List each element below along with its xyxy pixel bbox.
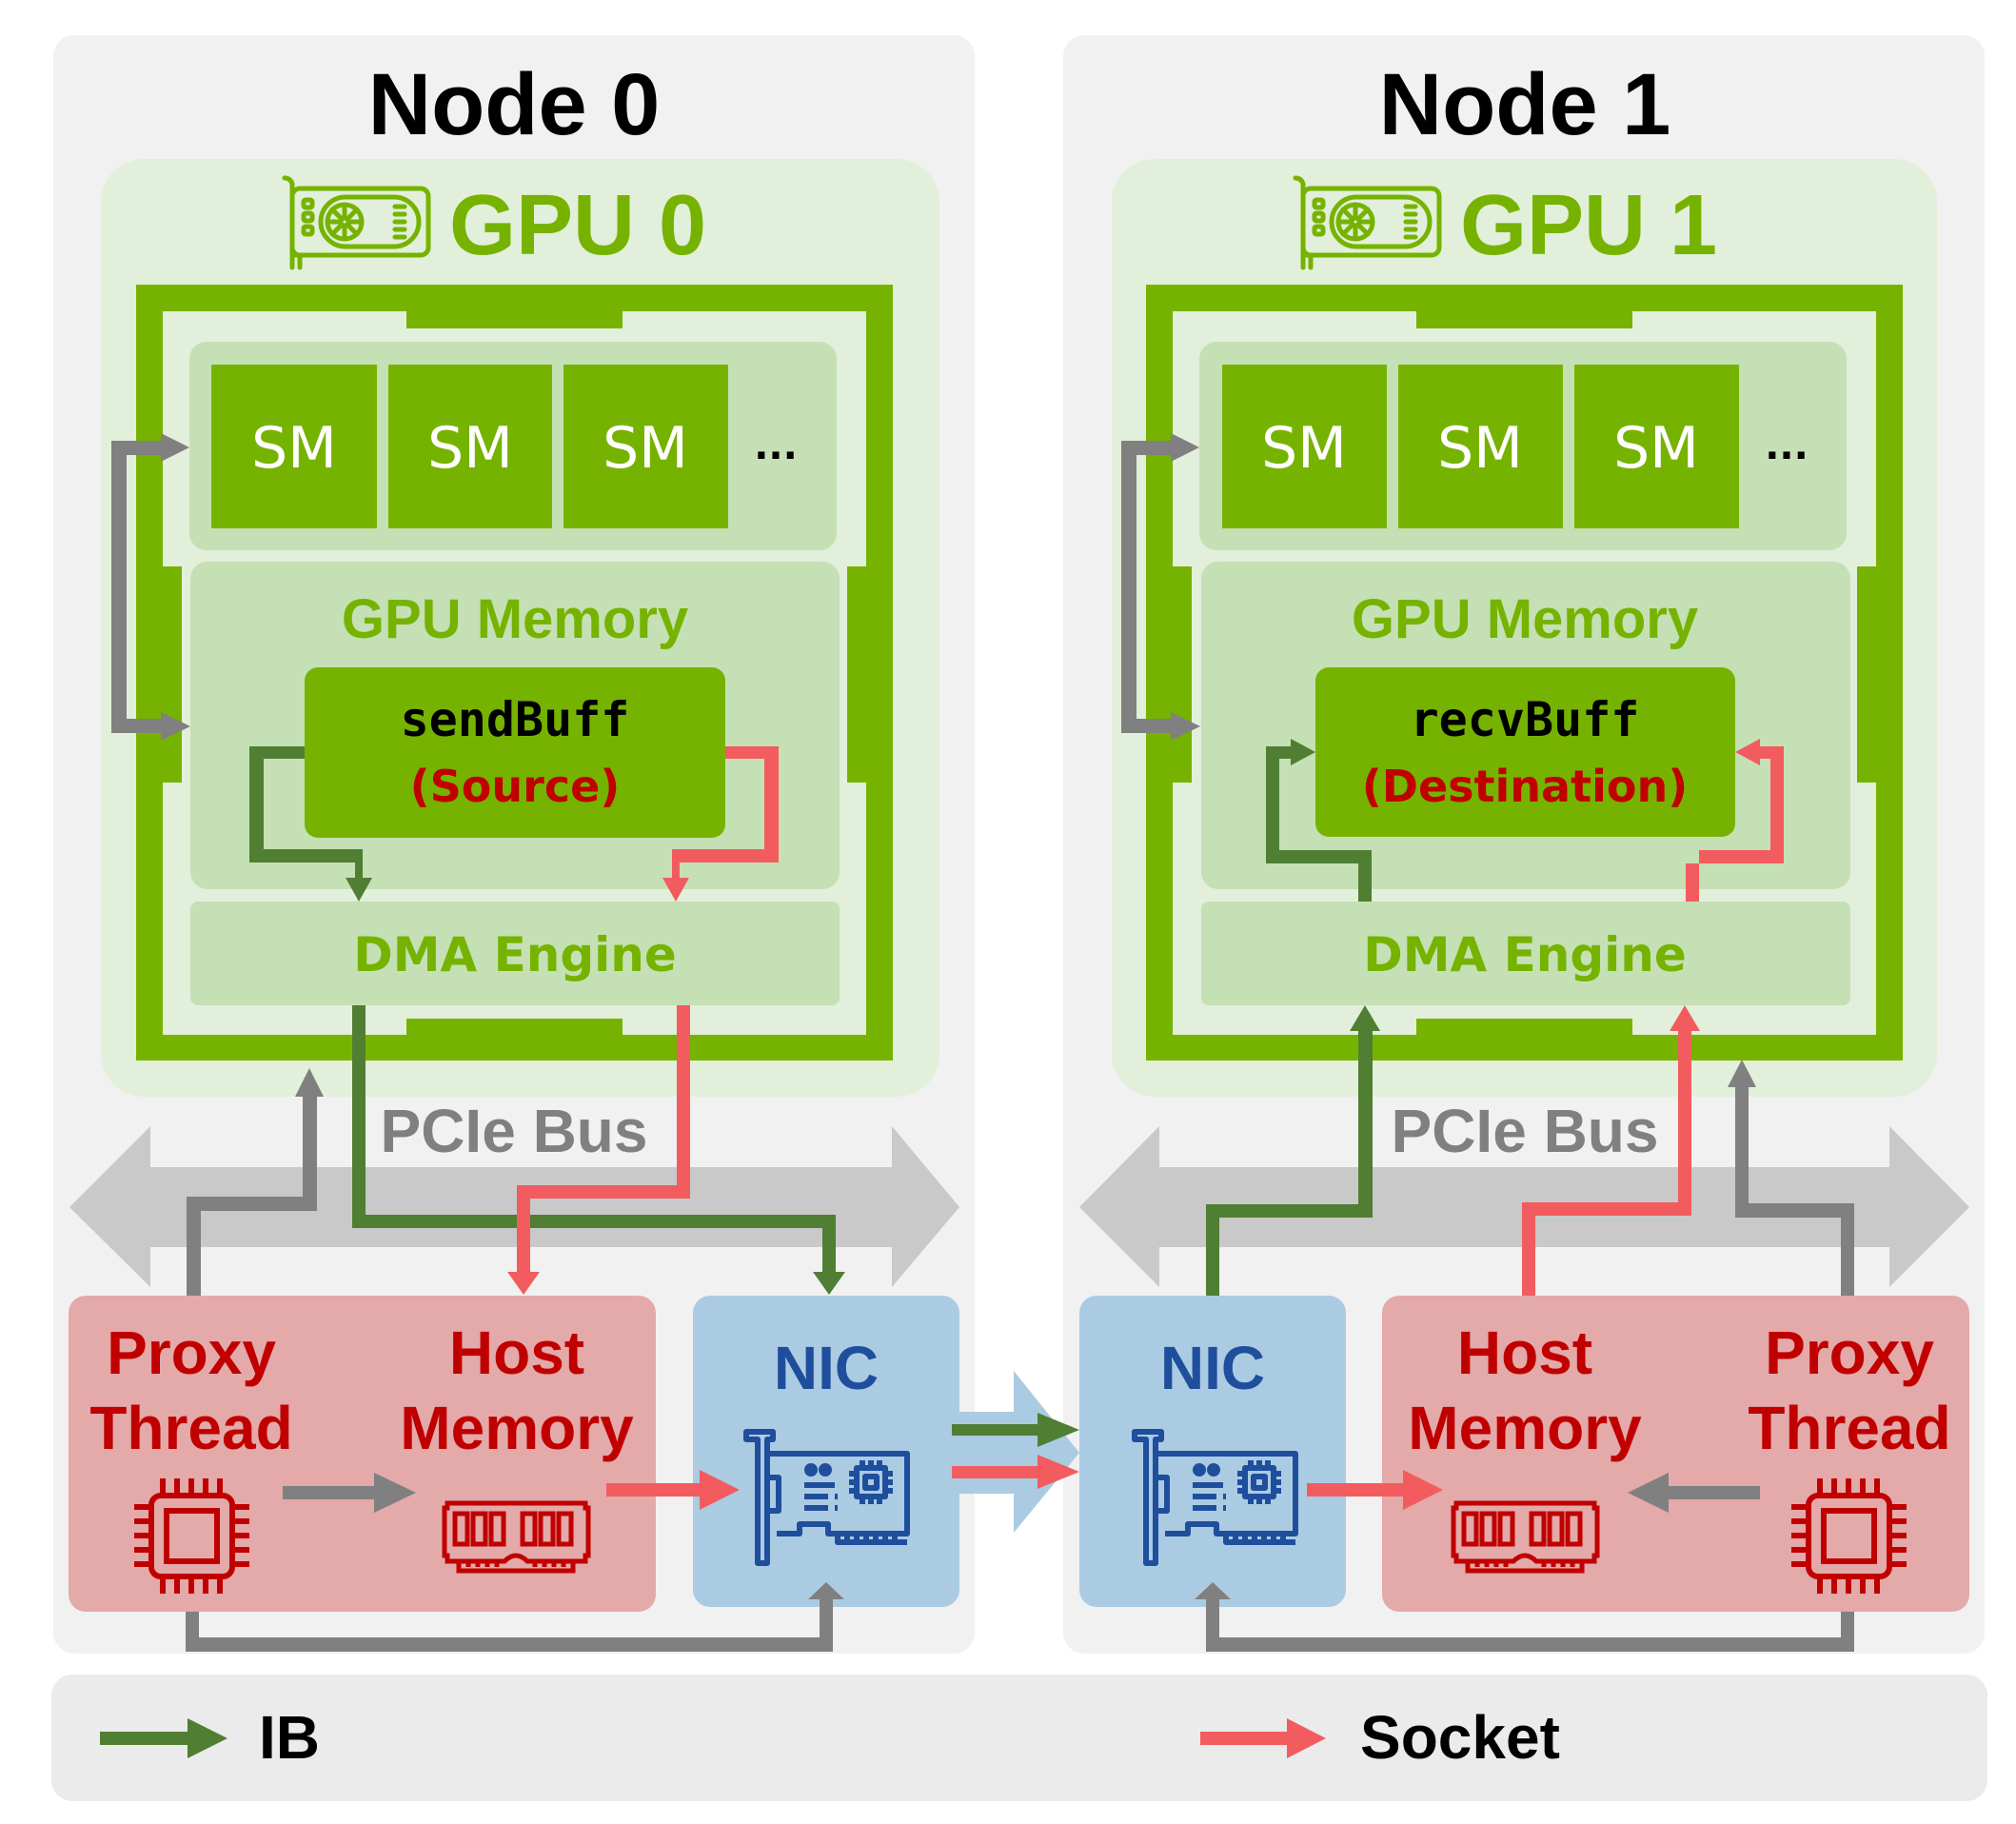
nic-label: NIC bbox=[1160, 1334, 1265, 1402]
pcie-bus-label: PCIe Bus bbox=[1392, 1097, 1659, 1165]
legend-item-ib: IB bbox=[100, 1703, 320, 1772]
ib-arrow-buffer-to-dma bbox=[249, 746, 372, 902]
control-path bbox=[111, 433, 844, 1652]
socket-arrow-hostmem-to-dma bbox=[1522, 1005, 1700, 1296]
recv-buffer-box bbox=[1315, 667, 1735, 837]
sm-label: SM bbox=[1437, 415, 1523, 482]
nic-label: NIC bbox=[774, 1334, 879, 1402]
network-link-arrow bbox=[959, 1371, 1079, 1533]
dma-engine-box bbox=[190, 902, 840, 1005]
pcie-bus-arrow bbox=[69, 1126, 959, 1287]
legend-ib-label: IB bbox=[259, 1703, 320, 1772]
dma-engine-label: DMA Engine bbox=[1363, 927, 1687, 982]
control-arrow-chip-loop bbox=[1121, 433, 1200, 741]
socket-arrow-nic-to-hostmem bbox=[1307, 1470, 1443, 1510]
node-0: Node 0 GPU 0 SM SM SM ... GPU Memory sen… bbox=[69, 56, 959, 1652]
send-buffer-role: (Source) bbox=[410, 761, 621, 812]
sm-block bbox=[563, 365, 728, 528]
proxy-thread-label: Proxy bbox=[1765, 1318, 1934, 1387]
legend-panel bbox=[51, 1675, 1987, 1801]
sm-block bbox=[1398, 365, 1563, 528]
control-arrow-proxy-to-nic bbox=[1195, 1582, 1854, 1652]
legend: IB Socket bbox=[100, 1703, 1560, 1772]
ib-arrow-nic-to-nic bbox=[952, 1413, 1079, 1447]
control-path bbox=[1121, 433, 1854, 1652]
sm-block bbox=[211, 365, 377, 528]
proxy-thread-label: Thread bbox=[89, 1394, 292, 1462]
legend-item-socket: Socket bbox=[1200, 1703, 1560, 1772]
ib-path bbox=[249, 746, 845, 1295]
recv-buffer-name: recvBuff bbox=[1411, 692, 1640, 747]
node-1-title: Node 1 bbox=[1379, 56, 1671, 153]
sm-more-ellipsis: ... bbox=[1765, 425, 1808, 468]
socket-arrow-dma-to-buffer bbox=[1686, 739, 1784, 902]
host-memory-label: Host bbox=[1457, 1318, 1592, 1387]
control-arrow-proxy-to-hostmem bbox=[1628, 1473, 1760, 1513]
socket-arrow-hostmem-to-nic bbox=[606, 1470, 740, 1510]
control-arrow-proxy-to-gpu bbox=[1728, 1060, 1854, 1296]
proxy-thread-label: Proxy bbox=[107, 1318, 276, 1387]
recv-buffer-role: (Destination) bbox=[1362, 761, 1688, 812]
host-memory-label: Memory bbox=[400, 1394, 634, 1462]
control-arrow-proxy-to-hostmem bbox=[283, 1473, 416, 1513]
gpu-memory-label: GPU Memory bbox=[342, 588, 688, 650]
dma-engine-label: DMA Engine bbox=[353, 927, 677, 982]
legend-socket-label: Socket bbox=[1360, 1703, 1560, 1772]
sm-block bbox=[388, 365, 552, 528]
sm-block bbox=[1574, 365, 1739, 528]
dma-engine-box bbox=[1201, 902, 1850, 1005]
ib-path bbox=[1206, 739, 1380, 1296]
sm-label: SM bbox=[251, 415, 337, 482]
ib-arrow-dma-to-buffer bbox=[1266, 739, 1372, 902]
node-1: Node 1 GPU 1 SM SM SM ... GPU Memory rec… bbox=[1079, 56, 1969, 1652]
ib-arrow-dma-to-nic bbox=[352, 1005, 845, 1295]
node-0-title: Node 0 bbox=[368, 56, 661, 153]
socket-arrow-nic-to-nic bbox=[952, 1455, 1079, 1489]
socket-arrow-dma-to-hostmem bbox=[507, 1005, 690, 1295]
sm-label: SM bbox=[427, 415, 513, 482]
socket-arrow-buffer-to-dma bbox=[662, 746, 779, 902]
sm-label: SM bbox=[1261, 415, 1347, 482]
pcie-bus-label: PCIe Bus bbox=[381, 1097, 648, 1165]
control-arrow-chip-loop bbox=[111, 433, 190, 741]
gpu-0-label: GPU 0 bbox=[449, 178, 706, 273]
control-arrow-proxy-to-nic bbox=[186, 1582, 844, 1652]
gpu-1-label: GPU 1 bbox=[1460, 178, 1717, 273]
sm-more-ellipsis: ... bbox=[754, 425, 798, 468]
socket-path bbox=[1307, 739, 1784, 1510]
socket-path bbox=[507, 746, 779, 1510]
sm-label: SM bbox=[603, 415, 688, 482]
send-buffer-name: sendBuff bbox=[401, 692, 630, 747]
host-memory-label: Memory bbox=[1408, 1394, 1642, 1462]
sm-label: SM bbox=[1613, 415, 1699, 482]
send-buffer-box bbox=[305, 667, 725, 838]
network-link bbox=[952, 1371, 1079, 1533]
host-memory-label: Host bbox=[449, 1318, 584, 1387]
ib-arrow-nic-to-dma bbox=[1206, 1005, 1380, 1296]
sm-block bbox=[1222, 365, 1387, 528]
legend-ib-arrow-icon bbox=[100, 1718, 227, 1758]
proxy-thread-label: Thread bbox=[1748, 1394, 1950, 1462]
control-arrow-proxy-to-gpu bbox=[187, 1068, 324, 1296]
legend-socket-arrow-icon bbox=[1200, 1718, 1326, 1758]
gpu-memory-label: GPU Memory bbox=[1352, 588, 1698, 650]
